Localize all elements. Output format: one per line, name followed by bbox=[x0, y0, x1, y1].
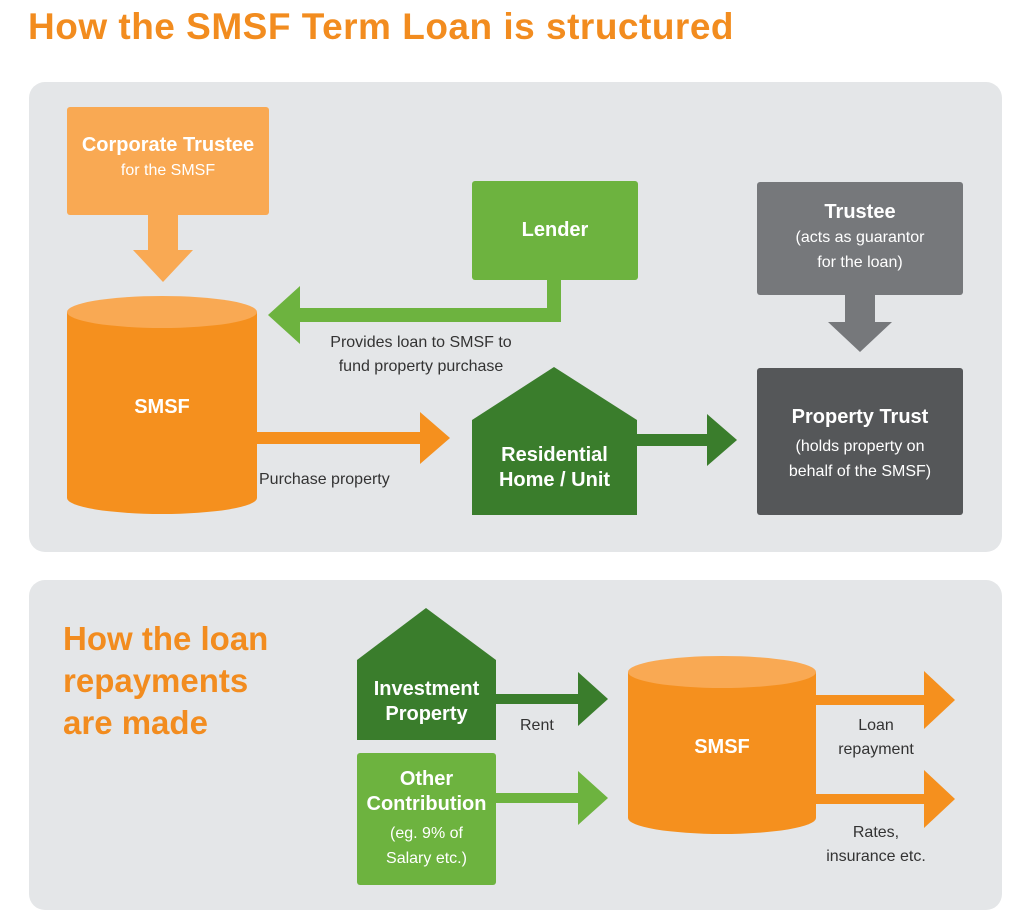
purchase-label: Purchase property bbox=[259, 471, 390, 488]
loan-repayment-label: Loan repayment bbox=[824, 714, 928, 762]
property-trust-line1: (holds property on bbox=[795, 438, 925, 455]
rates-label: Rates, insurance etc. bbox=[812, 821, 940, 869]
other-contribution-box: Other Contribution (eg. 9% of Salary etc… bbox=[357, 753, 496, 885]
other-line3: (eg. 9% of bbox=[390, 825, 463, 842]
repayments-heading-line3: are made bbox=[63, 704, 208, 741]
corporate-trustee-box: Corporate Trustee for the SMSF bbox=[67, 107, 269, 215]
loan-label: Provides loan to SMSF to fund property p… bbox=[318, 331, 524, 379]
loan-repayment-line1: Loan bbox=[858, 717, 894, 734]
arrow-contribution bbox=[496, 771, 608, 825]
residential-house bbox=[472, 367, 637, 515]
repayments-heading-line1: How the loan bbox=[63, 620, 269, 657]
other-line4: Salary etc.) bbox=[386, 850, 467, 867]
lender-title: Lender bbox=[521, 219, 589, 241]
arrow-loan-repayment bbox=[816, 671, 955, 729]
loan-label-line1: Provides loan to SMSF to bbox=[330, 334, 512, 351]
smsf-cylinder bbox=[67, 296, 257, 514]
arrow-corporate-to-smsf bbox=[133, 215, 193, 282]
property-trust-line2: behalf of the SMSF) bbox=[788, 463, 932, 480]
repayments-heading-line2: repayments bbox=[63, 662, 249, 699]
arrow-trustee-to-trust bbox=[828, 295, 892, 352]
arrow-rates bbox=[816, 770, 955, 828]
investment-line1: Investment bbox=[373, 678, 480, 700]
trustee-line2: for the loan) bbox=[817, 254, 903, 271]
residential-line1: Residential bbox=[501, 444, 608, 466]
smsf-cylinder-bottom bbox=[628, 656, 816, 834]
property-trust-box: Property Trust (holds property on behalf… bbox=[757, 368, 963, 515]
investment-label: Investment Property bbox=[357, 677, 496, 727]
residential-label: Residential Home / Unit bbox=[472, 443, 637, 493]
property-trust-title: Property Trust bbox=[791, 406, 929, 428]
lender-box: Lender bbox=[472, 181, 638, 280]
investment-house bbox=[357, 608, 496, 740]
corporate-trustee-title: Corporate Trustee bbox=[81, 134, 255, 156]
smsf-label: SMSF bbox=[134, 396, 190, 418]
repayments-heading: How the loan repayments are made bbox=[63, 618, 323, 744]
arrow-lender-to-smsf bbox=[268, 280, 561, 344]
trustee-title: Trustee bbox=[824, 201, 896, 223]
arrow-rent bbox=[496, 672, 608, 726]
arrow-residential-to-trust bbox=[637, 414, 737, 466]
repayments-panel bbox=[29, 580, 1002, 910]
other-line2: Contribution bbox=[366, 793, 487, 815]
trustee-box: Trustee (acts as guarantor for the loan) bbox=[757, 182, 963, 295]
page-title: How the SMSF Term Loan is structured bbox=[28, 6, 735, 47]
arrow-smsf-to-residential bbox=[257, 412, 450, 464]
trustee-line1: (acts as guarantor bbox=[795, 229, 925, 246]
rent-label: Rent bbox=[520, 717, 554, 734]
rates-line2: insurance etc. bbox=[826, 848, 926, 865]
other-line1: Other bbox=[399, 768, 454, 790]
residential-line2: Home / Unit bbox=[498, 469, 611, 491]
loan-repayment-line2: repayment bbox=[838, 741, 914, 758]
investment-line2: Property bbox=[385, 703, 468, 725]
rates-line1: Rates, bbox=[852, 824, 900, 841]
corporate-trustee-subtitle: for the SMSF bbox=[120, 162, 216, 179]
loan-label-line2: fund property purchase bbox=[338, 358, 504, 375]
smsf-bottom-label: SMSF bbox=[694, 736, 750, 758]
